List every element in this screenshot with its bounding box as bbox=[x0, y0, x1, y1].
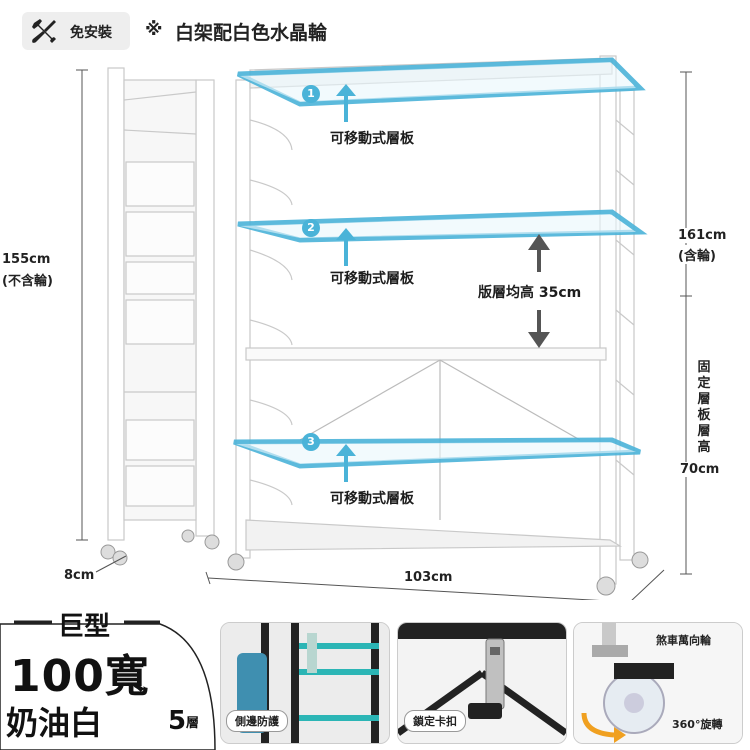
side-guard-photo bbox=[220, 622, 390, 744]
side-guard-image bbox=[221, 623, 389, 743]
caster-image bbox=[574, 623, 742, 743]
lock-clip-label: 鎖定卡扣 bbox=[404, 710, 466, 732]
fixed-shelf-char: 層 bbox=[697, 392, 711, 407]
caster-label: 煞車萬向輪 bbox=[656, 634, 711, 647]
tools-icon bbox=[32, 19, 56, 43]
movable-shelf-2 bbox=[237, 209, 648, 243]
height-with-wheels: 161cm bbox=[678, 228, 727, 243]
movable-shelf-3 bbox=[233, 437, 641, 469]
fixed-shelf-char: 板 bbox=[697, 408, 711, 423]
promo-line-3: 奶油白 bbox=[6, 704, 103, 742]
caster-rotation-label: 360°旋轉 bbox=[672, 718, 723, 731]
fixed-shelf-height-value: 70cm bbox=[680, 462, 720, 477]
shelf-number-1: 1 bbox=[302, 85, 320, 103]
fixed-shelf-height-label: 固 定 層 板 層 高 bbox=[696, 360, 712, 456]
fixed-shelf-char: 高 bbox=[697, 440, 711, 455]
fixed-shelf-char: 層 bbox=[697, 424, 711, 439]
shelf-number-2: 2 bbox=[302, 219, 320, 237]
fixed-shelf-char: 固 bbox=[697, 360, 711, 375]
open-shelf-frame bbox=[235, 55, 635, 585]
folded-shelf-wheels bbox=[100, 529, 220, 566]
shelf-gap-label: 版層均高 35cm bbox=[478, 285, 582, 301]
shelf-label-2: 可移動式層板 bbox=[330, 271, 414, 287]
width-label: 103cm bbox=[404, 570, 453, 585]
tier-count: 5 bbox=[168, 706, 187, 736]
tier-unit: 層 bbox=[186, 716, 200, 731]
shelf-label-3: 可移動式層板 bbox=[330, 491, 414, 507]
side-guard-label: 側邊防護 bbox=[226, 710, 288, 732]
reference-mark: ※ bbox=[145, 19, 163, 40]
page-title: 白架配白色水晶輪 bbox=[175, 22, 328, 44]
no-assembly-badge bbox=[22, 12, 130, 50]
fixed-shelf-char: 定 bbox=[697, 376, 711, 391]
promo-line-2: 100寬 bbox=[10, 651, 150, 702]
promo-line-1: 巨型 bbox=[58, 612, 111, 642]
depth-label: 8cm bbox=[64, 568, 95, 583]
height-without-wheels-note: (不含輪) bbox=[2, 274, 53, 289]
caster-photo bbox=[573, 622, 743, 744]
height-with-wheels-note: (含輪) bbox=[678, 245, 716, 264]
shelf-number-3: 3 bbox=[302, 433, 320, 451]
shelf-illustration bbox=[76, 55, 692, 600]
badge-label: 免安裝 bbox=[70, 25, 112, 41]
shelf-label-1: 可移動式層板 bbox=[330, 131, 414, 147]
movable-shelf-1 bbox=[236, 57, 646, 107]
folded-shelf bbox=[107, 67, 215, 541]
height-without-wheels: 155cm bbox=[2, 252, 51, 267]
